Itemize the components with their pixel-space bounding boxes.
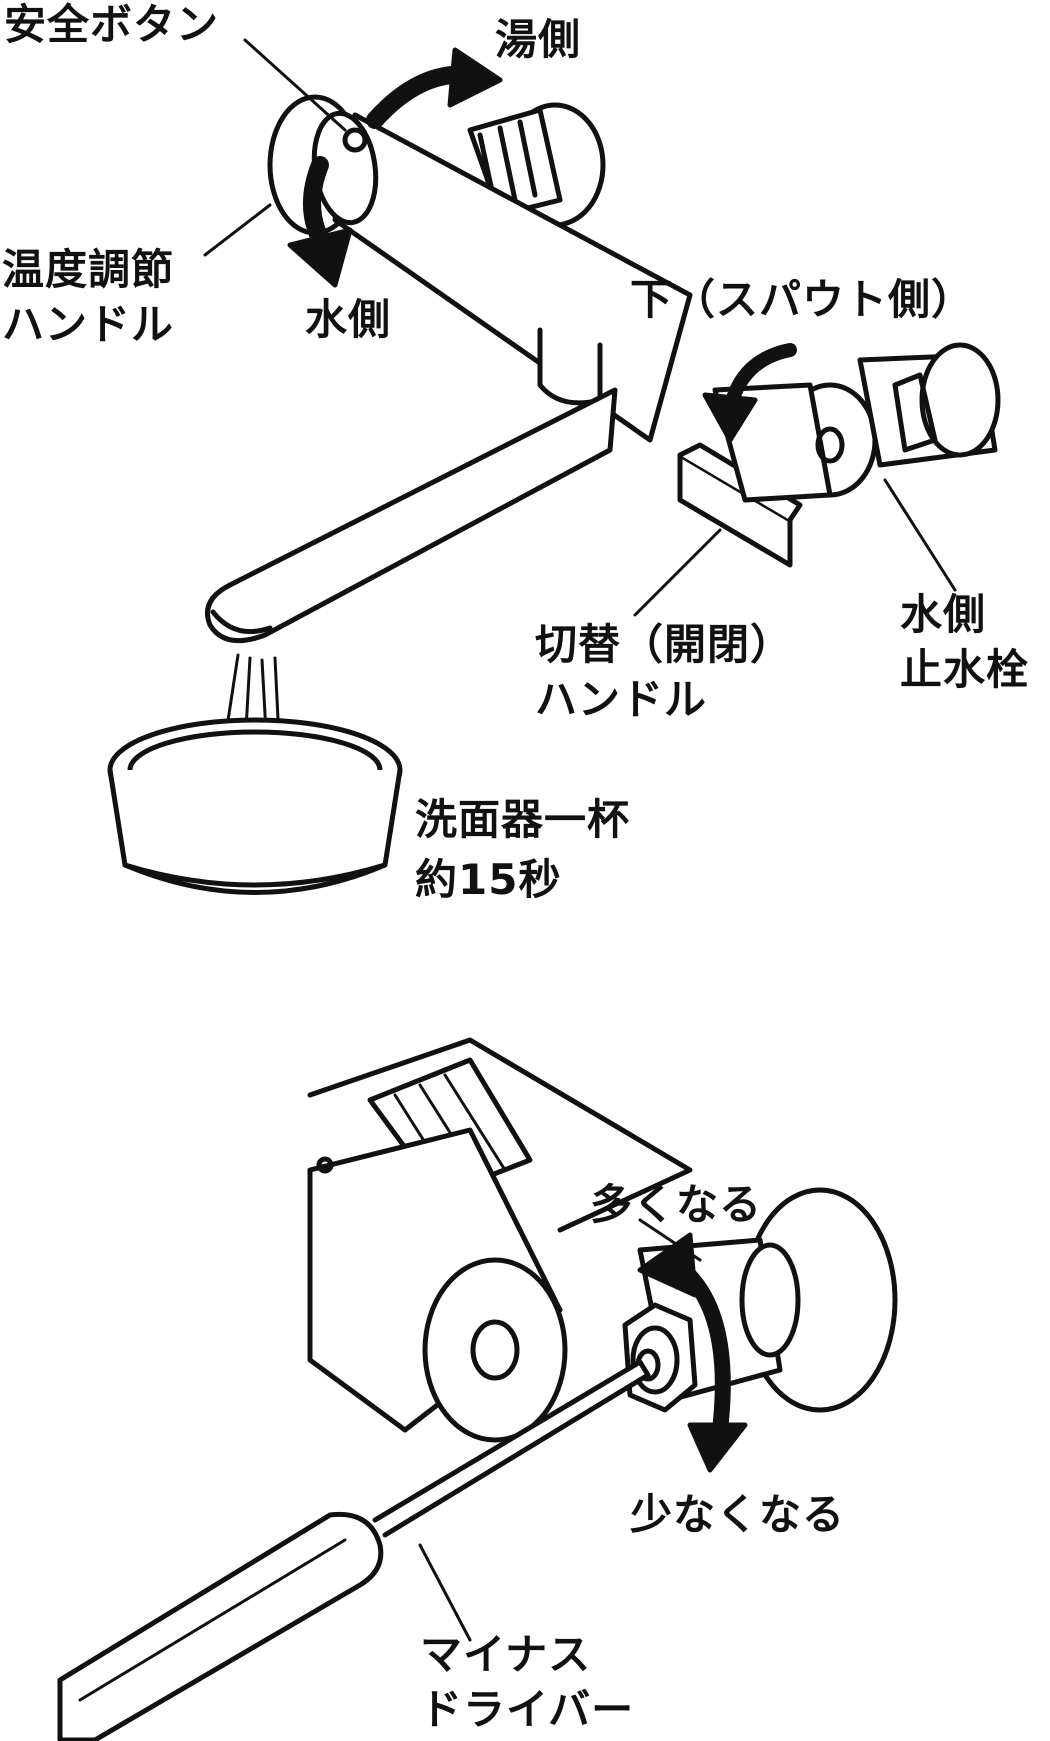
faucet-icon bbox=[205, 94, 1001, 770]
label-temp-handle-line1: 温度調節 bbox=[2, 245, 175, 294]
label-driver-line1: マイナス bbox=[420, 1630, 592, 1679]
adjust-rotation-arrow-icon bbox=[637, 1232, 748, 1473]
label-temp-handle-line2: ハンドル bbox=[2, 300, 175, 349]
label-stop-valve-line2: 止水栓 bbox=[900, 645, 1030, 694]
label-less: 少なくなる bbox=[630, 1490, 846, 1539]
label-basin-line2: 約15秒 bbox=[415, 855, 562, 904]
label-down-spout: 下（スパウト側） bbox=[630, 275, 975, 324]
basin-icon bbox=[107, 717, 403, 895]
label-driver-line2: ドライバー bbox=[420, 1685, 635, 1734]
label-cold-side: 水側 bbox=[305, 295, 392, 344]
switch-rotation-arrow-icon bbox=[702, 343, 797, 443]
label-hot-side: 湯側 bbox=[495, 15, 582, 64]
label-stop-valve-line1: 水側 bbox=[900, 590, 987, 639]
screwdriver-icon bbox=[57, 1359, 651, 1741]
label-switch-handle-line2: ハンドル bbox=[535, 675, 708, 724]
label-safety-button: 安全ボタン bbox=[4, 0, 220, 49]
valve-closeup-icon bbox=[307, 1037, 898, 1443]
label-switch-handle-line1: 切替（開閉） bbox=[535, 620, 794, 669]
label-more: 多くなる bbox=[590, 1180, 763, 1229]
hot-rotation-arrow-icon bbox=[366, 47, 503, 129]
cold-rotation-arrow-icon bbox=[287, 156, 353, 288]
label-basin-line1: 洗面器一杯 bbox=[415, 795, 631, 844]
